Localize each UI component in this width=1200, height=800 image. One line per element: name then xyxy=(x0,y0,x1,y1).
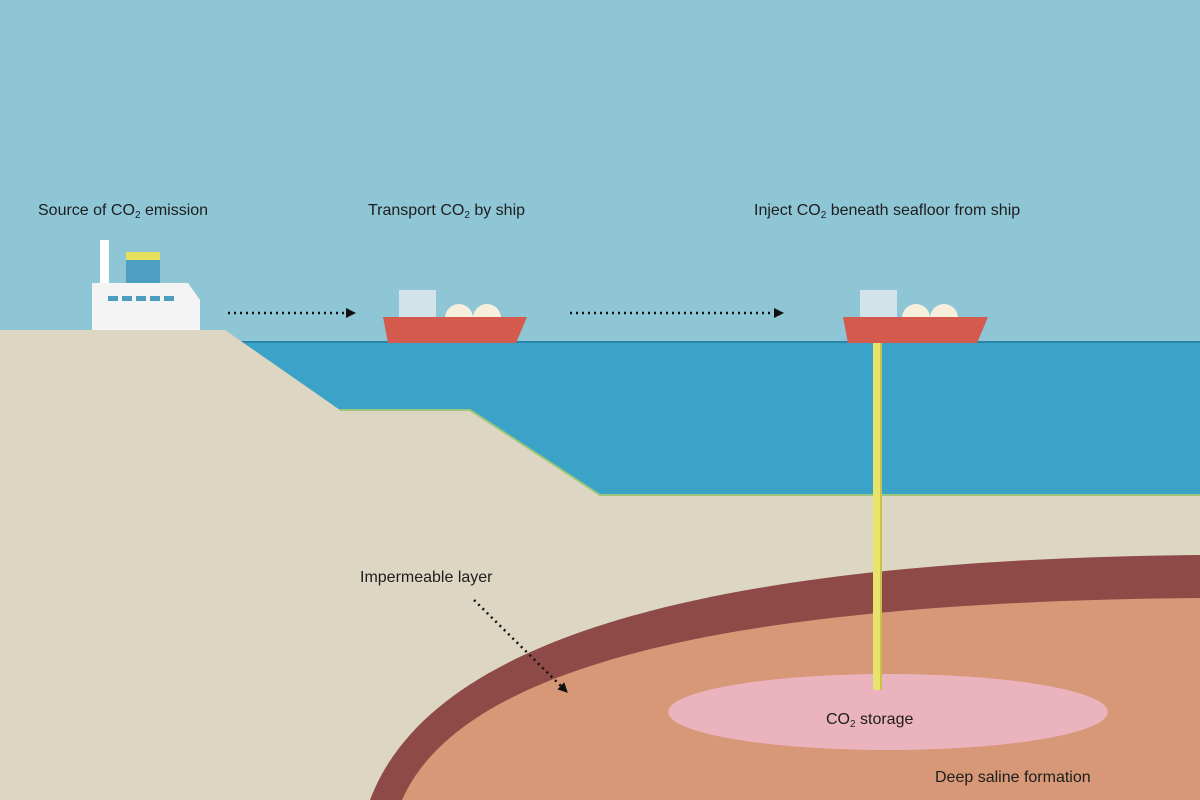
impermeable-layer-label: Impermeable layer xyxy=(360,569,493,586)
transport-ship-icon xyxy=(383,290,527,343)
injection-ship-icon xyxy=(843,290,988,343)
co2-storage-area xyxy=(668,674,1108,750)
injection-pipe xyxy=(873,343,882,690)
deep-saline-label: Deep saline formation xyxy=(935,769,1091,786)
factory-icon xyxy=(92,240,200,330)
co2-storage-label: CO2 storage xyxy=(826,711,914,730)
sea xyxy=(230,342,1200,495)
transport-label: Transport CO2 by ship xyxy=(368,202,526,221)
inject-label: Inject CO2 beneath seafloor from ship xyxy=(754,202,1021,221)
source-label: Source of CO2 emission xyxy=(38,202,209,221)
seafloor-line xyxy=(340,409,1200,496)
